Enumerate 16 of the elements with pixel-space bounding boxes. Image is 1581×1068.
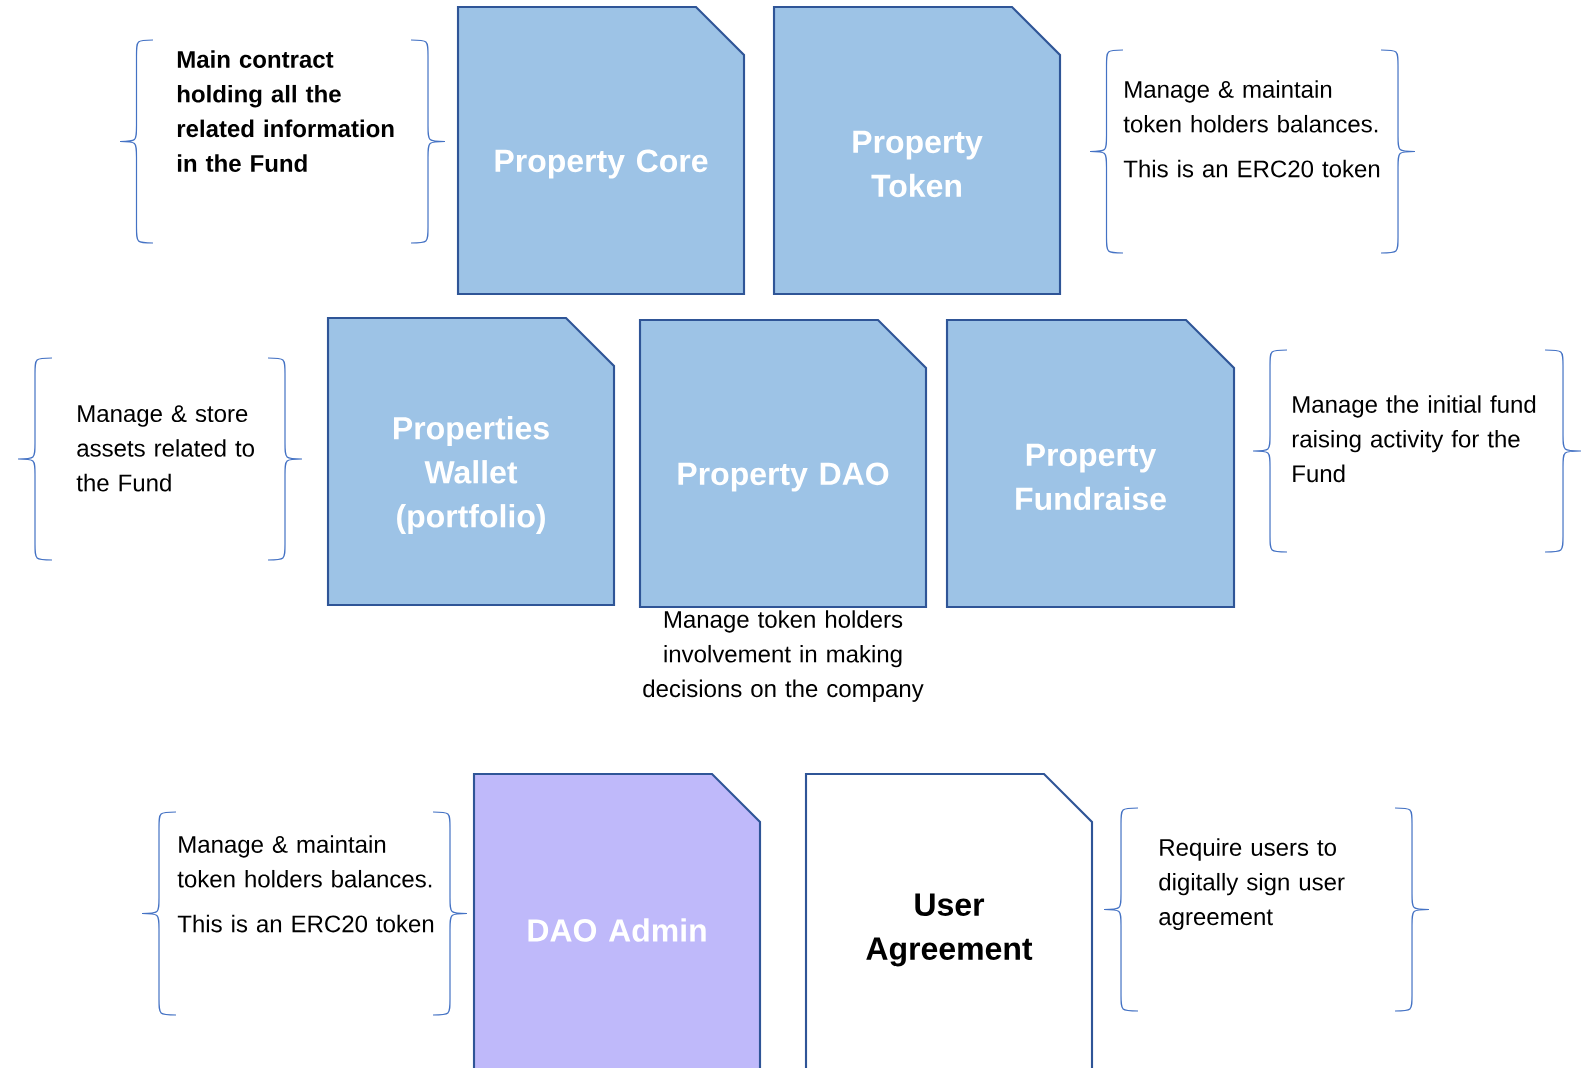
description-text: Manage token holders involvement in making decisions on the company xyxy=(643,610,924,702)
document-box: Properties Wallet (portfolio) xyxy=(326,316,616,607)
description-text: Manage the initial fund raising activity for the Fund xyxy=(1292,395,1536,483)
description-text: Main contract holding all the related information in the Fund xyxy=(177,50,394,172)
document-box: User Agreement xyxy=(804,772,1094,1068)
document-box: Property Core xyxy=(456,5,746,296)
description-text: This is an ERC20 token xyxy=(177,914,434,933)
document-box: Property Fundraise xyxy=(945,318,1236,609)
description-text: Manage & maintain token holders balances. xyxy=(1123,80,1378,133)
document-box: Property Token xyxy=(772,5,1062,296)
description-text: Require users to digitally sign user agreement xyxy=(1159,838,1345,930)
document-box: Property DAO xyxy=(638,318,928,609)
document-box: DAO Admin xyxy=(472,772,762,1068)
description-text: Manage & maintain token holders balances. xyxy=(177,835,432,888)
description-text: This is an ERC20 token xyxy=(1123,159,1380,178)
description-text: Manage & store assets related to the Fund xyxy=(76,405,254,492)
